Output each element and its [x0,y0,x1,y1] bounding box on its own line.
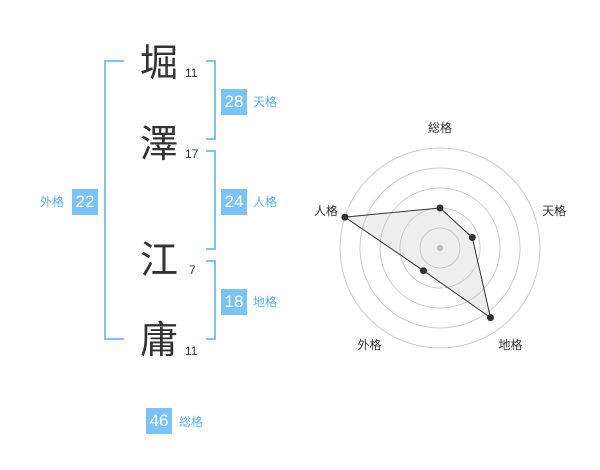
radar-point-4 [420,267,427,275]
jinkaku-value-badge: 24 [221,189,247,215]
radar-grid-ring-1 [419,227,461,269]
name-char-3: 江 [140,238,179,282]
radar-axis-label-4: 外格 [357,337,381,352]
radar-point-2 [468,234,476,241]
chikaku-label: 地格 [253,295,278,309]
stroke-count-4: 11 [185,344,198,358]
gaikaku-bracket [104,60,124,340]
name-char-2: 澤 [140,122,179,166]
stroke-count-2: 17 [185,147,199,161]
chikaku-value-badge: 18 [221,289,247,315]
stroke-count-1: 11 [185,66,198,80]
stroke-count-3: 7 [189,263,196,277]
radar-grid-ring-5 [339,147,541,349]
radar-point-1 [436,204,444,212]
gaikaku-value-badge: 22 [72,189,98,215]
chikaku-bracket [206,260,216,340]
radar-center-dot [437,245,443,251]
radar-point-5 [341,213,349,221]
radar-data-area [343,207,492,319]
tenkaku-value-badge: 28 [221,89,247,115]
name-char-4: 庸 [140,318,179,362]
soukaku-label: 総格 [179,415,204,429]
radar-grid-ring-3 [379,187,501,309]
radar-axis-label-5: 人格 [314,203,338,218]
radar-axis-label-3: 地格 [498,337,522,352]
radar-point-3 [487,314,494,322]
tenkaku-bracket [206,60,216,140]
jinkaku-bracket [206,150,216,250]
jinkaku-label: 人格 [253,195,278,209]
soukaku-value-badge: 46 [146,408,172,434]
radar-axis-label-2: 天格 [542,203,566,218]
gaikaku-label: 外格 [40,195,65,209]
radar-axis-label-1: 総格 [428,120,452,135]
name-char-1: 堀 [140,41,179,85]
tenkaku-label: 天格 [253,95,278,109]
radar-grid-ring-4 [359,167,521,329]
